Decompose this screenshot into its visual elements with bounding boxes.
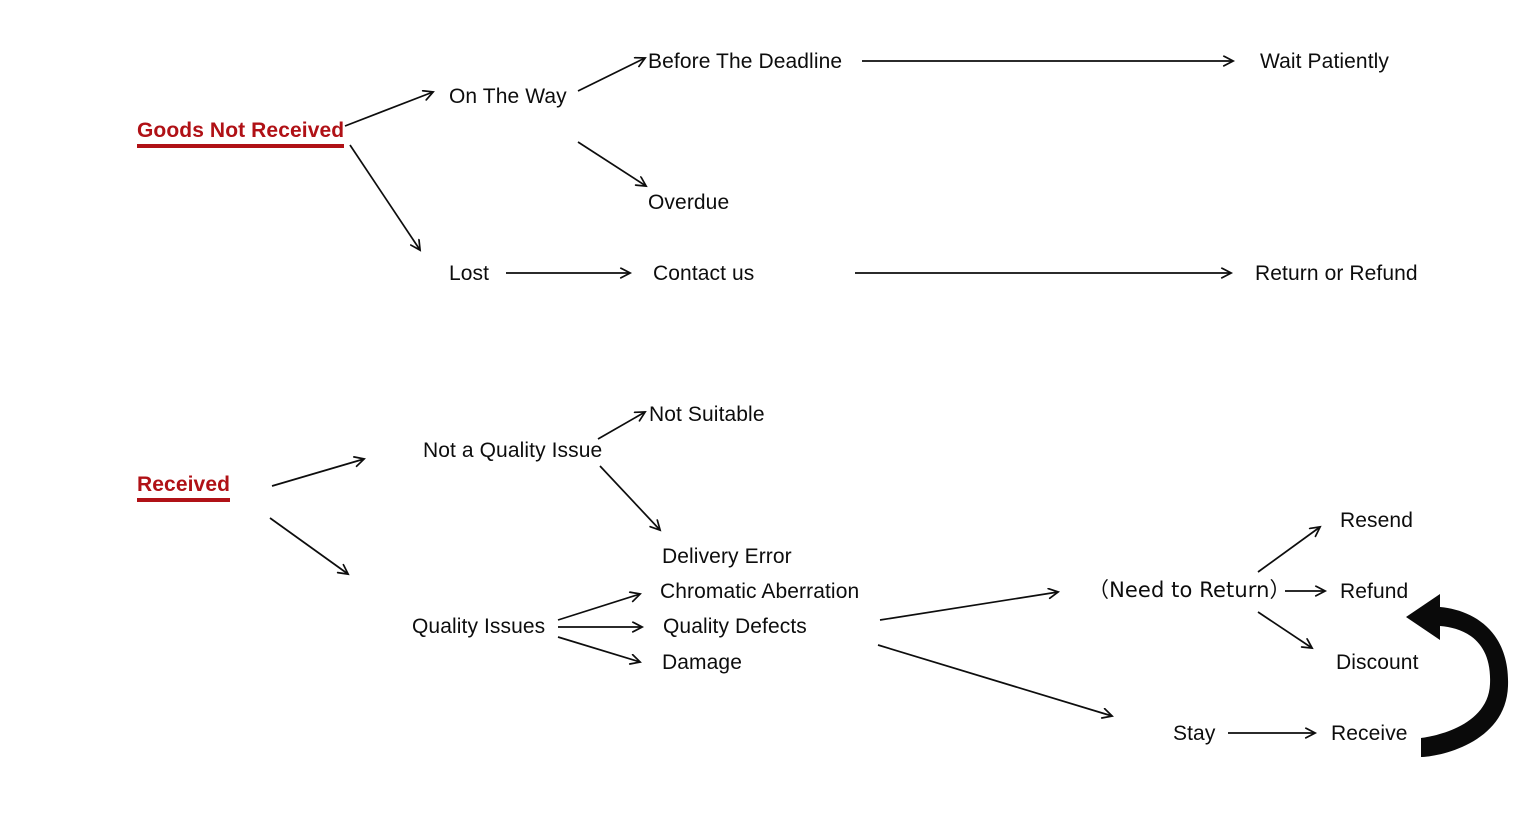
edge-root-to-lost	[349, 144, 420, 250]
edge-quality-group-to-stay	[877, 644, 1112, 716]
edge-need-to-return-to-resend	[1257, 527, 1320, 573]
node-refund[interactable]: Refund	[1340, 580, 1409, 603]
node-goods-not-received[interactable]: Goods Not Received	[137, 119, 345, 148]
node-resend[interactable]: Resend	[1340, 509, 1413, 532]
node-quality-issues[interactable]: Quality Issues	[412, 615, 546, 638]
node-on-the-way[interactable]: On The Way	[449, 85, 567, 108]
edge-on-the-way-to-before-deadline	[577, 58, 645, 92]
node-overdue[interactable]: Overdue	[648, 191, 730, 214]
curved-loop-arrow-icon	[1406, 594, 1509, 757]
node-before-the-deadline[interactable]: Before The Deadline	[648, 50, 843, 73]
node-return-or-refund[interactable]: Return or Refund	[1255, 262, 1418, 285]
edge-need-to-return-to-discount	[1257, 611, 1312, 648]
edge-quality-issues-to-damage	[557, 636, 640, 662]
node-damage[interactable]: Damage	[662, 651, 742, 674]
node-chromatic-aberration[interactable]: Chromatic Aberration	[660, 580, 860, 603]
node-need-to-return[interactable]: （Need to Return）	[1088, 578, 1291, 602]
node-not-suitable[interactable]: Not Suitable	[649, 403, 765, 426]
edge-received-to-not-a-quality-issue	[271, 459, 364, 487]
node-contact-us[interactable]: Contact us	[653, 262, 755, 285]
node-delivery-error[interactable]: Delivery Error	[662, 545, 792, 568]
node-stay[interactable]: Stay	[1173, 722, 1216, 745]
node-wait-patiently[interactable]: Wait Patiently	[1260, 50, 1389, 73]
edge-received-to-quality-issues	[269, 517, 348, 574]
edge-quality-group-to-need-to-return	[879, 592, 1058, 621]
node-received-underline	[137, 498, 231, 502]
node-received[interactable]: Received	[137, 473, 231, 502]
node-quality-defects[interactable]: Quality Defects	[663, 615, 807, 638]
node-goods-not-received-label: Goods Not Received	[137, 119, 345, 142]
edge-root-to-on-the-way	[344, 92, 433, 127]
node-not-a-quality-issue[interactable]: Not a Quality Issue	[423, 439, 603, 462]
node-goods-not-received-underline	[137, 144, 345, 148]
edge-not-a-quality-issue-to-not-suitable	[597, 412, 645, 440]
node-discount[interactable]: Discount	[1336, 651, 1419, 674]
node-receive[interactable]: Receive	[1331, 722, 1408, 745]
edge-quality-issues-to-chromatic-aberration	[557, 594, 640, 621]
node-received-label: Received	[137, 473, 231, 496]
edge-on-the-way-to-overdue	[577, 141, 646, 186]
edge-not-a-quality-issue-to-delivery-error	[599, 465, 660, 530]
node-lost[interactable]: Lost	[449, 262, 490, 285]
